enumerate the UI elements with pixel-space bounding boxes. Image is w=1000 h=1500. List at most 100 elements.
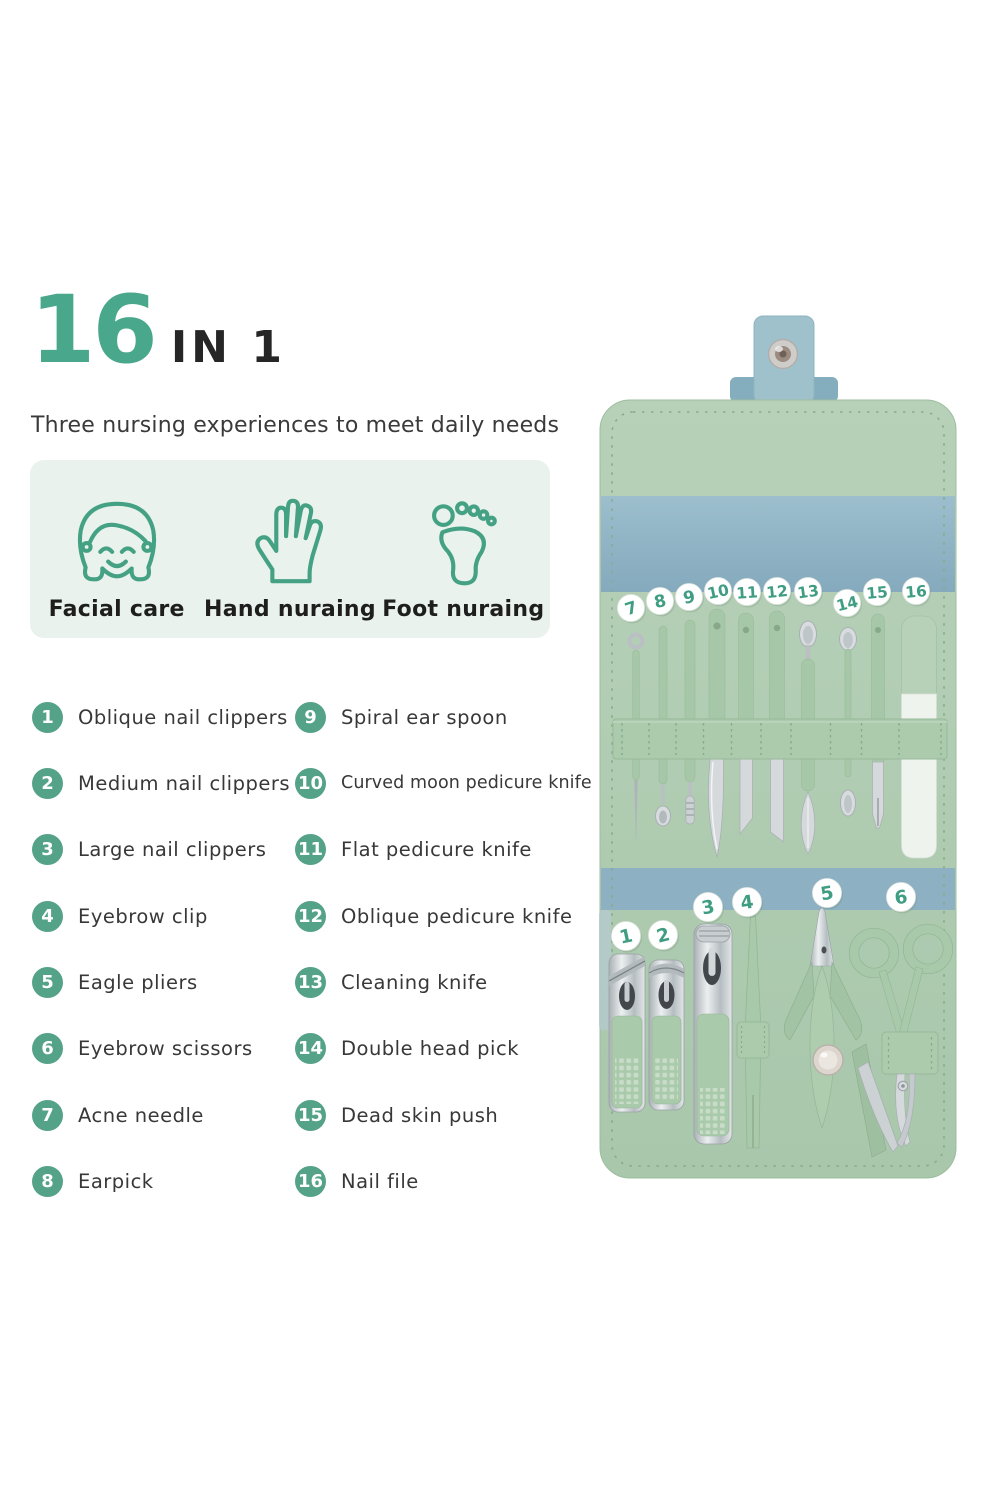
list-item: 7 Acne needle	[32, 1098, 295, 1132]
list-item: 12 Oblique pedicure knife	[295, 899, 592, 933]
tool-legend: 1 Oblique nail clippers 2 Medium nail clip…	[32, 700, 592, 1231]
foot-icon	[432, 501, 498, 586]
tool-eyebrow-scissors	[848, 923, 954, 1148]
svg-text:2: 2	[654, 924, 672, 947]
badge-4: 4	[732, 887, 763, 919]
title-count: 16	[30, 276, 158, 385]
item-label: Oblique pedicure knife	[341, 904, 573, 928]
item-number-badge: 3	[32, 834, 63, 866]
list-item: 9 Spiral ear spoon	[295, 700, 592, 734]
item-label: Curved moon pedicure knife	[341, 773, 592, 794]
feature-label: Foot nuraing	[382, 597, 545, 622]
svg-text:3: 3	[700, 897, 716, 920]
list-item: 10 Curved moon pedicure knife	[295, 766, 592, 800]
stitching	[611, 411, 945, 1167]
item-label: Large nail clippers	[78, 838, 267, 862]
item-number-badge: 5	[32, 967, 63, 999]
tool-oblique-nail-clippers	[608, 953, 646, 1113]
feature-foot-nursing: Foot nuraing	[377, 460, 550, 638]
badge-2: 2	[648, 920, 679, 952]
list-item: 1 Oblique nail clippers	[32, 700, 295, 734]
item-label: Nail file	[341, 1170, 419, 1194]
list-item: 6 Eyebrow scissors	[32, 1032, 295, 1066]
svg-text:12: 12	[765, 582, 788, 602]
svg-text:10: 10	[706, 581, 731, 603]
case-snap-tab	[730, 315, 838, 405]
item-label: Eagle pliers	[78, 971, 198, 995]
manicure-case-photo: 7 8 9 10 11 12 13 14 15 16	[578, 290, 980, 1200]
feature-label: Hand nuraing	[204, 597, 376, 622]
item-number-badge: 6	[32, 1033, 63, 1065]
item-number-badge: 10	[295, 767, 326, 799]
tool-large-nail-clippers	[693, 923, 733, 1145]
svg-text:4: 4	[739, 892, 755, 915]
tool-eagle-pliers	[783, 907, 899, 1158]
item-number-badge: 2	[32, 767, 63, 799]
list-item: 5 Eagle pliers	[32, 966, 295, 1000]
page-title: 16 IN 1	[30, 276, 286, 385]
tool-medium-nail-clippers	[648, 959, 685, 1111]
item-label: Cleaning knife	[341, 971, 488, 995]
list-item: 3 Large nail clippers	[32, 833, 295, 867]
hand-icon	[255, 498, 323, 584]
item-label: Oblique nail clippers	[78, 705, 288, 729]
badge-14: 14	[833, 589, 862, 619]
svg-text:7: 7	[623, 598, 640, 621]
item-label: Acne needle	[78, 1103, 204, 1127]
subtitle: Three nursing experiences to meet daily …	[31, 413, 560, 438]
svg-text:5: 5	[819, 883, 835, 906]
face-icon	[77, 501, 156, 582]
badge-15: 15	[863, 578, 892, 608]
svg-text:1: 1	[618, 925, 635, 948]
tool-belt-strap	[612, 718, 948, 760]
item-label: Eyebrow scissors	[78, 1037, 253, 1061]
item-label: Eyebrow clip	[78, 904, 208, 928]
badge-3: 3	[693, 892, 724, 924]
item-number-badge: 15	[295, 1099, 326, 1131]
item-number-badge: 14	[295, 1033, 326, 1065]
list-item: 2 Medium nail clippers	[32, 766, 295, 800]
item-label: Spiral ear spoon	[341, 705, 508, 729]
list-item: 16 Nail file	[295, 1165, 592, 1199]
feature-facial-care: Facial care	[30, 460, 203, 638]
badge-5: 5	[812, 878, 843, 910]
list-item: 4 Eyebrow clip	[32, 899, 295, 933]
item-number-badge: 4	[32, 900, 63, 932]
item-label: Dead skin push	[341, 1103, 499, 1127]
badge-11: 11	[733, 578, 762, 608]
badge-6: 6	[886, 882, 917, 914]
fabric-band-top	[601, 496, 955, 592]
item-label: Earpick	[78, 1170, 154, 1194]
svg-text:16: 16	[905, 582, 928, 602]
svg-text:15: 15	[866, 583, 889, 603]
svg-text:9: 9	[682, 587, 697, 609]
svg-text:14: 14	[835, 593, 860, 616]
item-number-badge: 9	[295, 701, 326, 733]
badge-13: 13	[794, 577, 823, 607]
svg-text:11: 11	[736, 583, 759, 602]
item-number-badge: 7	[32, 1099, 63, 1131]
badge-9: 9	[675, 583, 704, 613]
svg-text:8: 8	[652, 591, 668, 613]
svg-text:13: 13	[796, 582, 820, 603]
title-suffix: IN 1	[170, 322, 286, 373]
item-number-badge: 16	[295, 1166, 326, 1198]
badge-1: 1	[611, 921, 642, 953]
item-label: Flat pedicure knife	[341, 838, 532, 862]
tool-eyebrow-clip	[736, 915, 770, 1149]
badge-10: 10	[704, 577, 733, 607]
badge-16: 16	[902, 577, 931, 607]
feature-label: Facial care	[48, 597, 185, 622]
item-label: Medium nail clippers	[78, 771, 290, 795]
list-item: 14 Double head pick	[295, 1032, 592, 1066]
badge-12: 12	[763, 577, 792, 607]
feature-box: Facial care Hand nuraing Foot nuraing	[30, 460, 550, 638]
item-number-badge: 12	[295, 900, 326, 932]
item-number-badge: 1	[32, 701, 63, 733]
item-label: Double head pick	[341, 1037, 519, 1061]
badge-8: 8	[646, 587, 675, 617]
